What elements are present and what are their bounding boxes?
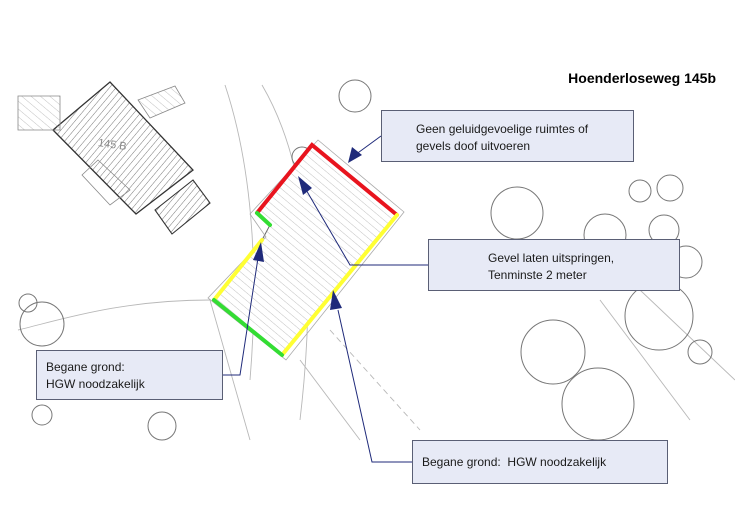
arrow-icon xyxy=(348,147,362,163)
callout-ground-floor-left: Begane grond: HGW noodzakelijk xyxy=(36,350,223,400)
facade-green-bottom xyxy=(212,298,284,357)
callout-line: Tenminste 2 meter xyxy=(488,268,587,282)
facade-markings xyxy=(212,142,399,357)
leader-lines xyxy=(223,135,428,463)
callout-line: Begane grond: xyxy=(46,360,125,374)
callout-ground-floor-bottom: Begane grond: HGW noodzakelijk xyxy=(412,440,668,484)
callout-line: Begane grond: HGW noodzakelijk xyxy=(422,455,607,469)
callout-line: HGW noodzakelijk xyxy=(46,377,145,391)
facade-yellow-right xyxy=(280,213,399,357)
site-background-lines xyxy=(17,84,735,441)
callout-line: gevels doof uitvoeren xyxy=(416,139,531,153)
neighbor-building-label: 145 B xyxy=(97,137,127,153)
facade-green-top xyxy=(255,211,272,227)
callout-facade-protrude: Gevel laten uitspringen, Tenminste 2 met… xyxy=(428,239,680,291)
facade-yellow-left xyxy=(212,238,264,302)
arrow-icon xyxy=(253,242,264,262)
facade-red xyxy=(255,142,399,217)
page-title: Hoenderloseweg 145b xyxy=(568,70,716,86)
arrow-icon xyxy=(298,176,312,195)
callout-line: Gevel laten uitspringen, xyxy=(488,251,615,265)
callout-line: Geen geluidgevoelige ruimtes of xyxy=(416,122,589,136)
callout-no-noise-sensitive-rooms: Geen geluidgevoelige ruimtes of gevels d… xyxy=(381,110,634,162)
arrowheads xyxy=(253,147,362,310)
trees xyxy=(18,79,713,441)
neighbor-building xyxy=(17,81,211,235)
arrow-icon xyxy=(330,290,342,310)
